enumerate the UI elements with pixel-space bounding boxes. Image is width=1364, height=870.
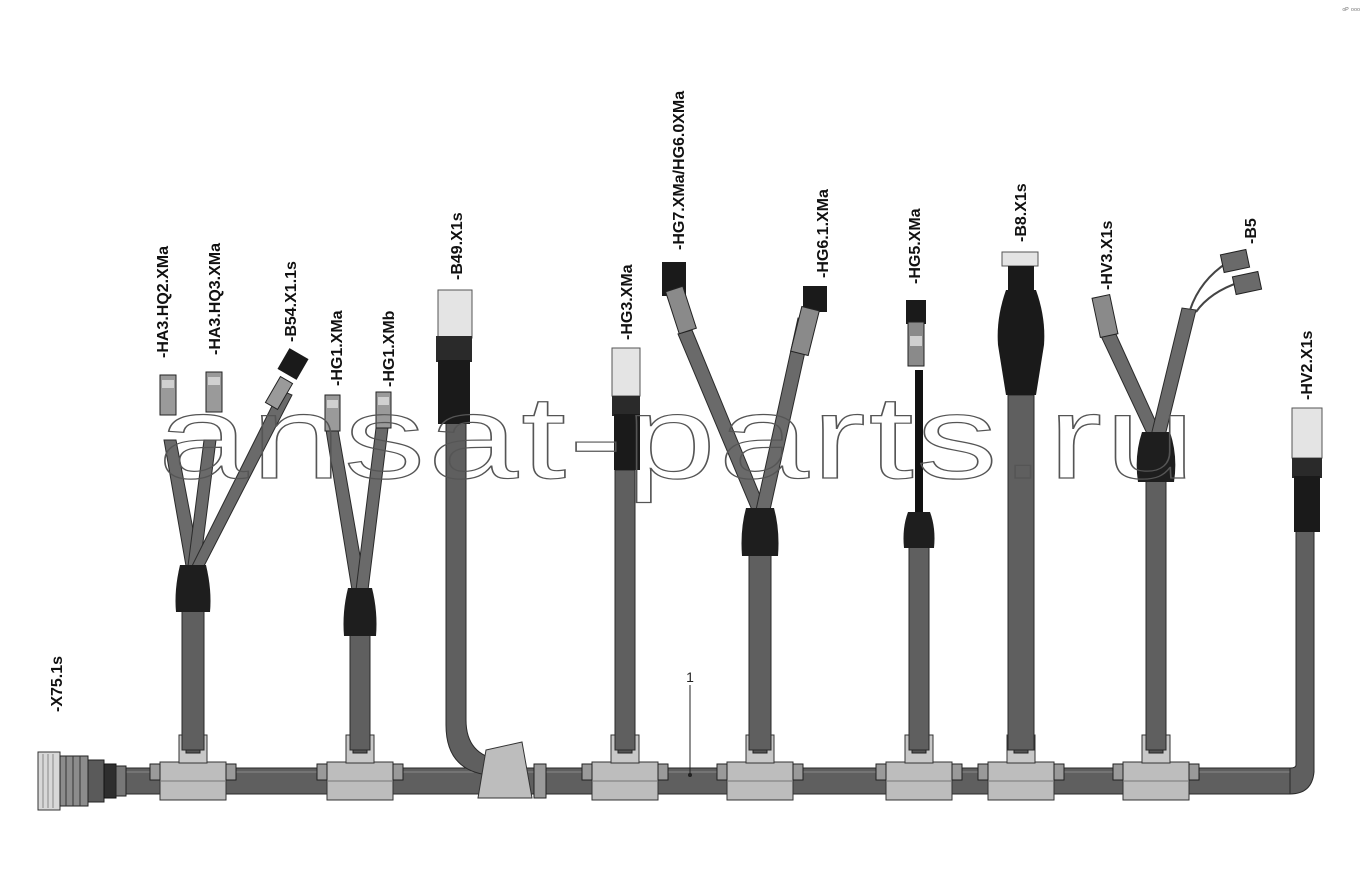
branch-ha3-b54 (159, 348, 309, 751)
label-ha3-hq2: -HA3.HQ2.XMa (155, 246, 172, 358)
connector-labels: -X75.1s -HA3.HQ2.XMa -HA3.HQ3.XMa -B54.X… (49, 91, 1316, 712)
harness-callout: 1 (686, 669, 694, 777)
label-b54: -B54.X1.1s (283, 261, 300, 342)
corner-mark: ᵒᴾ ᵒᵒᵒ (1342, 6, 1360, 15)
main-trunk (114, 419, 1315, 799)
label-hg1-xmb: -HG1.XMb (381, 310, 398, 387)
watermark-text: ansat-parts.ru (158, 372, 1198, 504)
branch-hv2 (1291, 407, 1323, 532)
branch-hg5 (903, 300, 935, 751)
label-hg7-hg6-0: -HG7.XMa/HG6.0XMa (671, 91, 688, 250)
label-hv2: -HV2.X1s (1299, 331, 1316, 400)
label-hv3: -HV3.X1s (1099, 221, 1116, 290)
label-hg5: -HG5.XMa (907, 208, 924, 284)
label-hg1-xma: -HG1.XMa (329, 310, 346, 386)
label-b49: -B49.X1s (449, 212, 466, 280)
connector-x75-1s (37, 751, 127, 811)
label-x75-1s: -X75.1s (49, 656, 66, 712)
callout-number: 1 (686, 669, 694, 685)
label-ha3-hq3: -HA3.HQ3.XMa (207, 243, 224, 355)
trunk-ring (533, 763, 547, 799)
branch-hg7-hg6 (662, 262, 827, 751)
branch-hg1 (324, 391, 392, 751)
branch-b49 (436, 289, 473, 424)
label-b8: -B8.X1s (1013, 183, 1030, 242)
label-hg3: -HG3.XMa (619, 264, 636, 340)
label-b5: -B5 (1243, 218, 1260, 244)
label-hg6-1: -HG6.1.XMa (815, 189, 832, 278)
branch-hv3-b5 (1091, 248, 1263, 751)
branch-b8 (997, 251, 1045, 751)
branch-hg3 (611, 347, 641, 751)
